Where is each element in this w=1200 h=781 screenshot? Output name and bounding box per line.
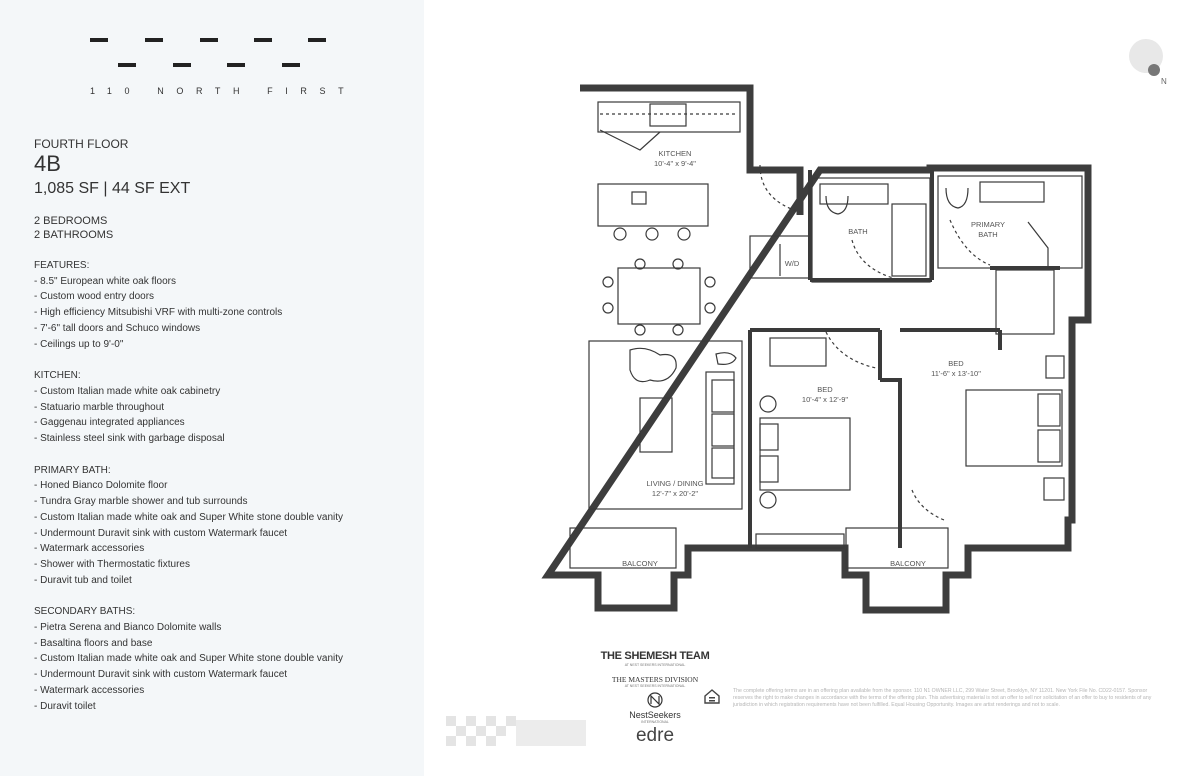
- list-item: - Undermount Duravit sink with custom Wa…: [34, 527, 288, 539]
- floor-label: FOURTH FLOOR: [34, 137, 129, 151]
- masters-division-sub: AT NEST SEEKERS INTERNATIONAL: [624, 684, 686, 688]
- list-item: - Custom wood entry doors: [34, 291, 155, 303]
- primary-bath-section: PRIMARY BATH: - Honed Bianco Dolomite fl…: [34, 463, 414, 589]
- list-item: - Watermark accessories: [34, 543, 145, 555]
- primary-bath: [937, 175, 1083, 269]
- room-dim-bed-1: 10'-4" x 12'-9": [802, 395, 848, 404]
- list-item: - Stainless steel sink with garbage disp…: [34, 433, 225, 445]
- list-item: - 8.5" European white oak floors: [34, 275, 176, 287]
- list-item: - Pietra Serena and Bianco Dolomite wall…: [34, 622, 222, 634]
- kitchen-heading: KITCHEN:: [34, 370, 81, 382]
- unit-info: FOURTH FLOOR 4B 1,085 SF | 44 SF EXT 2 B…: [34, 137, 414, 714]
- compass-label: N: [1161, 77, 1167, 86]
- room-label-primary-bath: BATH: [978, 230, 997, 239]
- sidebar: 110 NORTH FIRST FOURTH FLOOR 4B 1,085 SF…: [0, 0, 424, 776]
- unit-area: 1,085 SF | 44 SF EXT: [34, 180, 191, 197]
- balcony-right: [845, 527, 949, 569]
- bathroom-count: 2 BATHROOMS: [34, 229, 114, 241]
- room-label-bath: BATH: [848, 227, 867, 236]
- room-label-bed-2: BED: [948, 359, 964, 368]
- secondary-baths-heading: SECONDARY BATHS:: [34, 606, 136, 618]
- shemesh-team-logo: THE SHEMESH TEAM: [600, 650, 710, 662]
- closet-primary: [995, 269, 1055, 335]
- kitchen-island: [597, 183, 709, 227]
- list-item: - Watermark accessories: [34, 684, 145, 696]
- features-heading: FEATURES:: [34, 260, 90, 271]
- list-item: - Custom Italian made white oak cabinetr…: [34, 385, 221, 397]
- desk: [755, 533, 845, 549]
- sofa: [705, 371, 735, 485]
- list-item: - Undermount Duravit sink with custom Wa…: [34, 669, 288, 681]
- kitchen-sink: [649, 103, 687, 127]
- list-item: - Ceilings up to 9'-0": [34, 338, 124, 350]
- bed-1: [759, 417, 851, 491]
- legal-disclaimer: The complete offering terms are in an of…: [733, 688, 1152, 708]
- room-dim-bed-2: 11'-6" x 13'-10": [931, 369, 981, 378]
- interior-wall: [748, 170, 1060, 548]
- bath: [811, 177, 931, 283]
- list-item: - Custom Italian made white oak and Supe…: [34, 653, 344, 665]
- balcony-left: [569, 527, 677, 569]
- list-item: - Duravit tub and toilet: [34, 574, 132, 586]
- building-name: 110 NORTH FIRST: [90, 86, 357, 96]
- broker-logos: THE SHEMESH TEAM AT NEST SEEKERS INTERNA…: [600, 650, 710, 760]
- dining-table: [617, 267, 701, 325]
- list-item: - High efficiency Mitsubishi VRF with mu…: [34, 307, 283, 319]
- list-item: - Honed Bianco Dolomite floor: [34, 480, 168, 492]
- kitchen-section: KITCHEN: - Custom Italian made white oak…: [34, 368, 414, 447]
- room-label-bed-1: BED: [817, 385, 833, 394]
- primary-bath-heading: PRIMARY BATH:: [34, 464, 111, 476]
- bedroom-count: 2 BEDROOMS: [34, 215, 108, 227]
- list-item: - Gaggenau integrated appliances: [34, 417, 185, 429]
- room-label-primary: PRIMARY: [971, 220, 1005, 229]
- shemesh-team-sub: AT NEST SEEKERS INTERNATIONAL: [624, 663, 686, 667]
- room-dim-kitchen: 10'-4" x 9'-4": [654, 159, 696, 168]
- nest-seekers-sub: INTERNATIONAL: [641, 720, 669, 724]
- bed-2: [965, 389, 1063, 467]
- floor-plan: KITCHEN 10'-4" x 9'-4" BATH PRIMARY BATH…: [424, 0, 1200, 776]
- coffee-table: [639, 397, 673, 453]
- list-item: - Tundra Gray marble shower and tub surr…: [34, 496, 248, 508]
- secondary-baths-section: SECONDARY BATHS: - Pietra Serena and Bia…: [34, 604, 414, 714]
- room-label-balcony-1: BALCONY: [622, 559, 658, 568]
- room-dim-living: 12'-7" x 20'-2": [652, 489, 698, 498]
- nest-seekers-icon: [647, 692, 663, 708]
- edre-logo: edre: [635, 725, 675, 746]
- list-item: - 7'-6" tall doors and Schuco windows: [34, 322, 201, 334]
- building-logo-icon: [90, 38, 326, 67]
- nest-seekers-logo: NestSeekers: [629, 710, 681, 720]
- list-item: - Statuario marble throughout: [34, 401, 165, 413]
- exterior-wall: [541, 84, 1092, 614]
- room-label-living: LIVING / DINING: [646, 479, 703, 488]
- room-label-kitchen: KITCHEN: [659, 149, 692, 158]
- closet-bed: [769, 337, 827, 367]
- list-item: - Shower with Thermostatic fixtures: [34, 558, 190, 570]
- room-counts: 2 BEDROOMS 2 BATHROOMS: [34, 214, 414, 242]
- living-rug: [588, 340, 743, 510]
- list-item: - Basaltina floors and base: [34, 637, 153, 649]
- floor-plan-drawing: KITCHEN 10'-4" x 9'-4" BATH PRIMARY BATH…: [541, 84, 1092, 614]
- list-item: - Custom Italian made white oak and Supe…: [34, 511, 344, 523]
- equal-housing-icon: [704, 689, 720, 704]
- unit-name: 4B: [34, 151, 61, 176]
- list-item: - Duravit toilet: [34, 700, 96, 712]
- qr-code-icon: [446, 716, 586, 746]
- masters-division-logo: THE MASTERS DIVISION: [611, 675, 699, 684]
- room-label-wd: W/D: [785, 259, 800, 268]
- room-label-balcony-2: BALCONY: [890, 559, 926, 568]
- compass-icon: N: [1129, 39, 1167, 86]
- kitchen-counter: [597, 101, 741, 133]
- features-section: FEATURES: - 8.5" European white oak floo…: [34, 258, 414, 352]
